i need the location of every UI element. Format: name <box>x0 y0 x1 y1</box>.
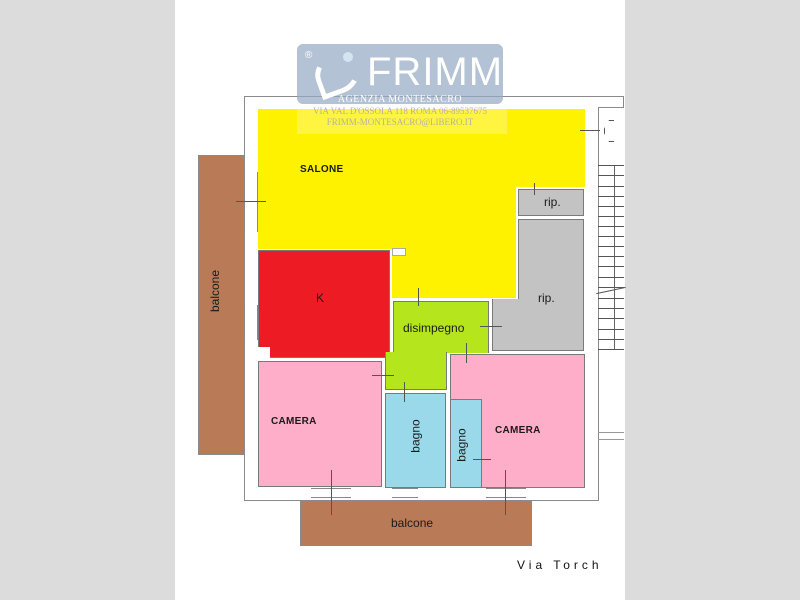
window-salone-left <box>244 172 258 232</box>
door-tick <box>473 459 491 460</box>
window-kitchen-left <box>244 305 258 340</box>
stair-step <box>598 349 624 350</box>
logo-dot-icon <box>343 52 353 62</box>
door-tick <box>404 382 405 402</box>
door-tick <box>480 326 502 327</box>
window-camera-right <box>486 488 526 498</box>
stair-step <box>598 329 624 330</box>
room-balcone-bottom: balcone <box>300 501 532 546</box>
room-salone-notch <box>392 248 516 298</box>
agency-email: FRIMM-MONTESACRO@LIBERO.IT <box>326 117 474 127</box>
registered-mark: ® <box>305 50 313 61</box>
room-disimpegno-lower <box>385 352 447 390</box>
room-label-disimpegno: disimpegno <box>403 321 465 335</box>
room-salone-lower <box>258 186 516 249</box>
door-tick <box>505 470 506 515</box>
stair-step <box>598 256 624 257</box>
room-balcone-left: balcone <box>198 155 244 455</box>
stair-step <box>598 196 624 197</box>
room-label-rip-large: rip. <box>538 291 555 305</box>
frimm-logo: ® FRIMM <box>297 44 503 104</box>
stair-step <box>598 206 624 207</box>
room-label-salone: SALONE <box>300 164 344 175</box>
room-disimpegno <box>393 301 489 353</box>
door-swing-icon <box>604 120 614 142</box>
window-bagno-left <box>392 488 418 498</box>
stair-step <box>598 246 624 247</box>
kitchen-notch <box>258 347 270 358</box>
door-tick <box>331 470 332 515</box>
stair-step <box>598 287 624 288</box>
room-rip-large-lower <box>492 299 584 351</box>
stair-step <box>598 277 624 278</box>
room-label: K <box>316 291 325 305</box>
door-tick <box>372 375 394 376</box>
street-label: Via Torch <box>517 558 603 572</box>
stair-landing <box>598 432 624 440</box>
stair-step <box>598 236 624 237</box>
room-bagno-left: bagno <box>385 393 446 488</box>
agency-watermark: ® FRIMM AGENZIA MONTESACRO VIA VAL D'OSS… <box>297 44 503 130</box>
agency-address: VIA VAL D'OSSOLA 118 ROMA 06-89537675 <box>313 106 487 116</box>
room-label: balcone <box>208 269 223 313</box>
room-label: bagno <box>454 428 469 462</box>
stair-step <box>598 186 624 187</box>
room-rip-large <box>518 219 584 299</box>
stair-step <box>598 298 624 299</box>
room-salone <box>258 109 585 187</box>
stair-step <box>598 308 624 309</box>
agency-name: AGENZIA MONTESACRO <box>337 94 463 105</box>
stair-step <box>598 266 624 267</box>
stair-step <box>598 216 624 217</box>
room-label-camera-right: CAMERA <box>495 425 541 436</box>
door-tick <box>534 183 535 195</box>
stair-step <box>598 318 624 319</box>
room-label: balcone <box>391 516 434 530</box>
salone-notch-gap <box>392 248 406 256</box>
door-tick <box>580 130 600 131</box>
room-kitchen: K <box>258 250 390 358</box>
stair-step <box>598 165 624 166</box>
door-tick <box>466 343 467 363</box>
stairwell <box>598 155 624 435</box>
brand-name: FRIMM <box>367 50 504 94</box>
stair-step <box>598 339 624 340</box>
stair-rail <box>614 165 615 350</box>
room-bagno-right: bagno <box>450 399 482 488</box>
watermark-band <box>297 104 507 134</box>
room-label: CAMERA <box>271 416 317 427</box>
logo-swoosh-icon <box>309 47 365 101</box>
room-label: rip. <box>544 195 561 209</box>
top-right-wall-ext <box>598 96 624 108</box>
door-tick <box>236 201 266 202</box>
room-label: bagno <box>408 419 423 453</box>
room-camera-left: CAMERA <box>258 361 382 487</box>
room-rip-small: rip. <box>518 189 584 216</box>
door-tick <box>418 288 419 306</box>
stair-step <box>598 226 624 227</box>
stair-step <box>598 175 624 176</box>
